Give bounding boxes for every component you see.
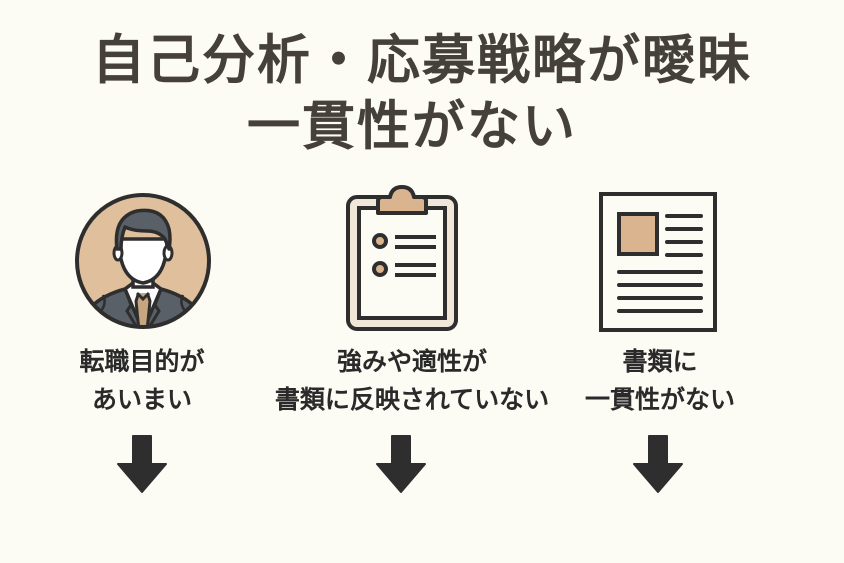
caption-career-goal: 転職目的が あいまい [42, 343, 242, 419]
page-title-line-2: 一貫性がない [247, 96, 577, 157]
down-arrow-icon [632, 434, 684, 494]
caption-strengths: 強みや適性が 書類に反映されていない [262, 343, 562, 419]
caption-line-1: 書類に [622, 347, 698, 376]
down-arrow-icon [116, 434, 168, 494]
caption-documents: 書類に 一貫性がない [570, 343, 750, 419]
document-resume-icon [597, 190, 719, 338]
clipboard-checklist-icon [344, 183, 460, 337]
caption-line-1: 強みや適性が [336, 347, 487, 376]
caption-line-2: 書類に反映されていない [274, 385, 550, 414]
caption-line-2: あいまい [91, 385, 192, 414]
down-arrow-icon [375, 434, 427, 494]
businessman-avatar-icon [73, 191, 213, 335]
page-title-line-1: 自己分析・応募戦略が曖昧 [92, 30, 752, 91]
caption-line-1: 転職目的が [79, 347, 205, 376]
caption-line-2: 一貫性がない [584, 385, 735, 414]
